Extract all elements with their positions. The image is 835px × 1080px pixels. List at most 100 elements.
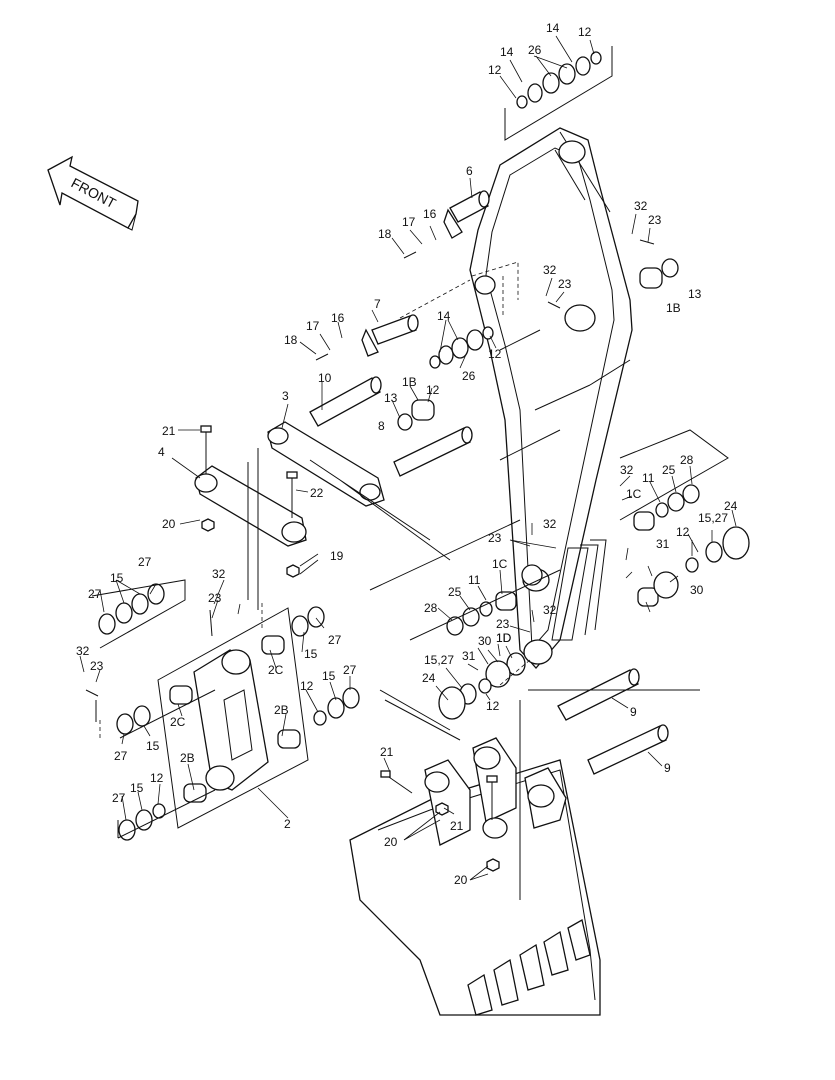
boom-bottom-bore [523,639,553,665]
part-label: 12 [488,63,502,77]
part-label: 12 [676,525,690,539]
part-label: 2B [180,751,195,765]
part-label: 7 [374,297,381,311]
front-arrow: FRONT [47,155,139,231]
part-label: 1B [402,375,417,389]
leader-lines [79,35,737,881]
part-label: 26 [462,369,476,383]
part-label: 32 [543,603,557,617]
part-label: 32 [620,463,634,477]
part-labels: 14 12 14 26 12 6 18 17 16 32 23 32 23 1B… [76,21,738,887]
part-label: 26 [528,43,542,57]
part-label: 12 [300,679,314,693]
part-label: 1C [492,557,508,571]
part-label: 9 [630,705,637,719]
washers [98,51,750,872]
boom-center-bore [564,304,596,332]
part-label: 30 [690,583,704,597]
part-label: 8 [378,419,385,433]
bucket-teeth [467,919,591,1016]
part-label: 2C [170,715,186,729]
pin-8 [393,427,471,477]
group-frames [91,46,729,900]
part-label: 31 [656,537,670,551]
part-label: 23 [488,531,502,545]
part-label: 14 [437,309,451,323]
part-label: 12 [486,699,500,713]
part-label: 28 [424,601,438,615]
part-label: 21 [162,424,176,438]
part-label: 11 [642,471,655,485]
part-label: 23 [558,277,572,291]
part-label: 27 [112,791,126,805]
part-label: 32 [634,199,648,213]
part-label: 32 [543,517,557,531]
pin-9-upper [557,669,639,721]
hidden-lines [99,261,531,740]
part-label: 25 [448,585,462,599]
part-label: 23 [496,617,510,631]
part-label: 13 [384,391,398,405]
part-label: 20 [384,835,398,849]
part-label: 23 [648,213,662,227]
part-label: 27 [114,749,128,763]
part-label: 15,27 [698,511,728,525]
boom-cylinder-bore [474,275,496,295]
boom-arm [469,127,633,669]
part-label: 15 [130,781,144,795]
part-label: 24 [422,671,436,685]
part-label: 32 [543,263,557,277]
part-label: 21 [380,745,394,759]
pin-10 [309,377,381,427]
part-label: 20 [162,517,176,531]
part-label: 24 [724,499,738,513]
part-label: 4 [158,445,165,459]
part-label: 21 [450,819,464,833]
part-label: 12 [488,347,502,361]
part-label: 12 [150,771,164,785]
part-label: 31 [462,649,476,663]
part-label: 16 [423,207,437,221]
part-label: 23 [208,591,222,605]
part-label: 27 [138,555,152,569]
part-label: 1B [666,301,681,315]
bolts [85,239,655,820]
part-label: 14 [546,21,560,35]
pin-9-lower [587,725,667,775]
part-label: 2C [268,663,284,677]
part-label: 19 [330,549,344,563]
part-label: 20 [454,873,468,887]
pins [309,190,669,775]
part-label: 2 [284,817,291,831]
part-label: 15 [304,647,318,661]
part-label: 25 [662,463,676,477]
part-label: 14 [500,45,514,59]
part-label: 1D [496,631,512,645]
part-label: 15 [146,739,160,753]
link-3 [267,421,385,507]
part-label: 10 [318,371,332,385]
part-label: 28 [680,453,694,467]
part-label: 27 [343,663,357,677]
part-label: 22 [310,486,324,500]
part-label: 1D [496,631,512,645]
link-4 [194,465,307,547]
part-label: 9 [664,761,671,775]
part-label: 32 [76,644,90,658]
part-label: 3 [282,389,289,403]
part-label: 17 [306,319,320,333]
part-label: 23 [90,659,104,673]
part-label: 1C [626,487,642,501]
part-label: 15 [110,571,124,585]
part-label: 11 [468,573,481,587]
part-label: 2B [274,703,289,717]
boom-top-bore [558,140,586,164]
part-label: 30 [478,634,492,648]
part-label: 16 [331,311,345,325]
part-label: 18 [284,333,298,347]
part-label: 27 [88,587,102,601]
part-label: 6 [466,164,473,178]
part-label: 32 [212,567,226,581]
part-label: 18 [378,227,392,241]
